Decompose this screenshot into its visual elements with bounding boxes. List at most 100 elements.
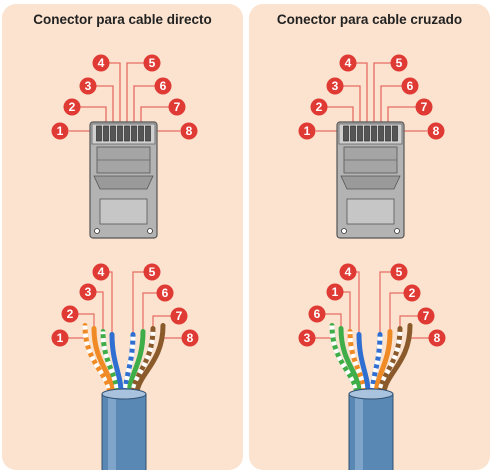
- pin-label: 6: [154, 77, 172, 95]
- callout-line: [162, 325, 182, 339]
- panel-title: Conector para cable directo: [33, 12, 212, 27]
- connector-pin: [96, 125, 102, 142]
- label-circle: [154, 77, 172, 95]
- wire-label: 2: [403, 284, 421, 302]
- label-text: 6: [407, 79, 414, 93]
- pin-label: 4: [92, 54, 110, 72]
- label-circle: [390, 54, 408, 72]
- label-circle: [79, 77, 97, 95]
- cable-wire-stripe: [347, 331, 368, 397]
- wire-label: 2: [61, 305, 79, 323]
- callout-line: [133, 85, 155, 128]
- connector-pin: [124, 125, 130, 142]
- callout-line: [96, 291, 104, 332]
- label-circle: [326, 77, 344, 95]
- connector-pin: [110, 125, 116, 142]
- callout-line: [409, 325, 429, 339]
- pin-label: 7: [415, 98, 433, 116]
- label-text: 3: [332, 79, 339, 93]
- label-text: 1: [57, 331, 64, 345]
- pin-label: 2: [310, 98, 328, 116]
- pin-label: 7: [168, 98, 186, 116]
- callout-line: [315, 325, 333, 339]
- cable-end: [348, 388, 394, 400]
- label-circle: [79, 283, 97, 301]
- label-circle: [143, 263, 161, 281]
- label-text: 3: [85, 285, 92, 299]
- cable-wire-stripe: [329, 325, 360, 397]
- label-text: 4: [345, 265, 352, 279]
- callout-line: [68, 325, 86, 339]
- label-circle: [51, 329, 69, 347]
- wire-label: 8: [428, 329, 446, 347]
- label-text: 2: [316, 100, 323, 114]
- label-circle: [339, 263, 357, 281]
- connector-clip: [340, 175, 401, 190]
- pin-label: 5: [390, 54, 408, 72]
- label-text: 7: [421, 100, 428, 114]
- callout-line: [327, 106, 354, 128]
- label-circle: [417, 307, 435, 325]
- label-text: 3: [85, 79, 92, 93]
- label-text: 6: [162, 286, 169, 300]
- callout-line: [109, 62, 121, 128]
- label-circle: [181, 329, 199, 347]
- label-text: 6: [314, 307, 321, 321]
- pin-label: 4: [339, 54, 357, 72]
- pin-label: 8: [180, 122, 198, 140]
- callout-line: [109, 271, 113, 335]
- label-text: 2: [409, 286, 416, 300]
- pin-label: 2: [63, 98, 81, 116]
- label-text: 8: [433, 124, 440, 138]
- callout-line: [399, 315, 418, 329]
- cable-end: [101, 388, 147, 400]
- connector-pin: [138, 125, 144, 142]
- connector-latch: [346, 198, 395, 225]
- label-text: 8: [434, 331, 441, 345]
- callout-line: [343, 291, 351, 332]
- connector-pin: [343, 125, 349, 142]
- callout-line: [80, 106, 107, 128]
- label-circle: [170, 307, 188, 325]
- label-circle: [156, 284, 174, 302]
- pin-label: 1: [51, 122, 69, 140]
- wire-label: 3: [79, 283, 97, 301]
- pin-label: 3: [79, 77, 97, 95]
- callout-line: [78, 313, 95, 329]
- callout-line: [325, 313, 342, 329]
- pin-label: 6: [401, 77, 419, 95]
- label-text: 7: [176, 309, 183, 323]
- label-text: 5: [149, 265, 156, 279]
- label-text: 5: [149, 56, 156, 70]
- wire-label: 7: [417, 307, 435, 325]
- wire-label: 5: [143, 263, 161, 281]
- label-text: 5: [396, 265, 403, 279]
- callout-line: [379, 271, 391, 335]
- label-circle: [298, 122, 316, 140]
- connector-hole: [147, 228, 153, 234]
- wire-label: 5: [390, 263, 408, 281]
- label-circle: [92, 54, 110, 72]
- label-text: 4: [345, 56, 352, 70]
- label-text: 7: [423, 309, 430, 323]
- label-circle: [339, 54, 357, 72]
- callout-line: [389, 292, 404, 332]
- label-text: 2: [69, 100, 76, 114]
- connector-pin: [103, 125, 109, 142]
- connector-pin: [371, 125, 377, 142]
- label-text: 4: [98, 56, 105, 70]
- connector-hole: [394, 228, 400, 234]
- callout-line: [356, 62, 368, 128]
- label-circle: [180, 122, 198, 140]
- connector-clip: [93, 175, 154, 190]
- wire-label: 6: [156, 284, 174, 302]
- wire-label: 3: [298, 329, 316, 347]
- callout-line: [343, 85, 361, 128]
